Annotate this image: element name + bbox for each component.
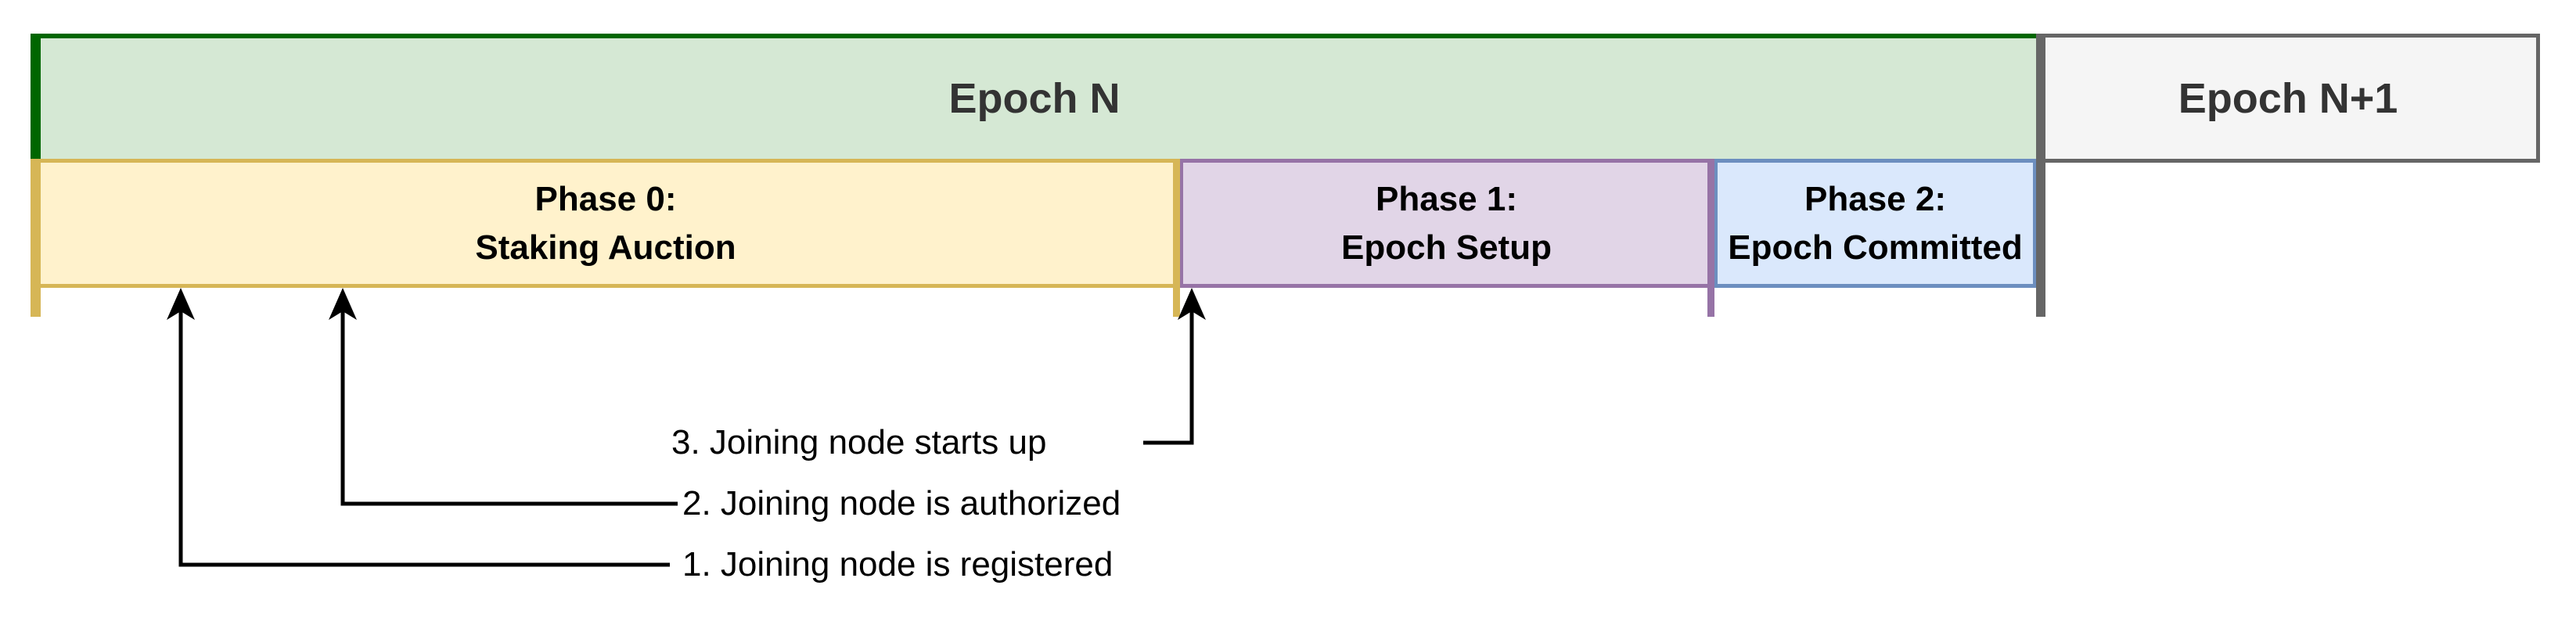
epoch-n-label: Epoch N <box>948 75 1121 122</box>
phase-0-end-tick <box>1173 159 1180 317</box>
epoch-n1-label: Epoch N+1 <box>2178 74 2398 122</box>
phase-0-title: Phase 0: <box>534 179 677 218</box>
arrow-2-line <box>340 311 678 506</box>
phase-0-subtitle: Staking Auction <box>475 228 736 267</box>
phase-1-box: Phase 1: Epoch Setup <box>1179 159 1714 288</box>
phase-0-box: Phase 0: Staking Auction <box>32 159 1179 288</box>
event-label-starts-up: 3. Joining node starts up <box>671 423 1047 461</box>
phase-1-title: Phase 1: <box>1376 179 1517 218</box>
arrow-1-line <box>178 311 670 567</box>
phase-2-subtitle: Epoch Committed <box>1728 228 2023 267</box>
epoch-n1-bar: Epoch N+1 <box>2036 34 2540 163</box>
phase-2-box: Phase 2: Epoch Committed <box>1714 159 2037 288</box>
arrow-2-head <box>329 288 357 320</box>
epoch-n-start-marker <box>31 34 41 160</box>
phase-2-title: Phase 2: <box>1804 179 1946 218</box>
epoch-boundary-divider <box>2036 34 2045 317</box>
arrow-3-head <box>1178 288 1206 320</box>
arrow-3-line <box>1143 311 1194 445</box>
phase-1-subtitle: Epoch Setup <box>1341 228 1552 267</box>
epoch-n-bar: Epoch N <box>32 34 2037 159</box>
phase-1-end-tick <box>1707 159 1714 317</box>
phase-0-start-tick <box>31 159 41 317</box>
event-label-authorized: 2. Joining node is authorized <box>682 484 1121 522</box>
arrow-1-head <box>167 288 195 320</box>
event-label-registered: 1. Joining node is registered <box>682 545 1114 584</box>
